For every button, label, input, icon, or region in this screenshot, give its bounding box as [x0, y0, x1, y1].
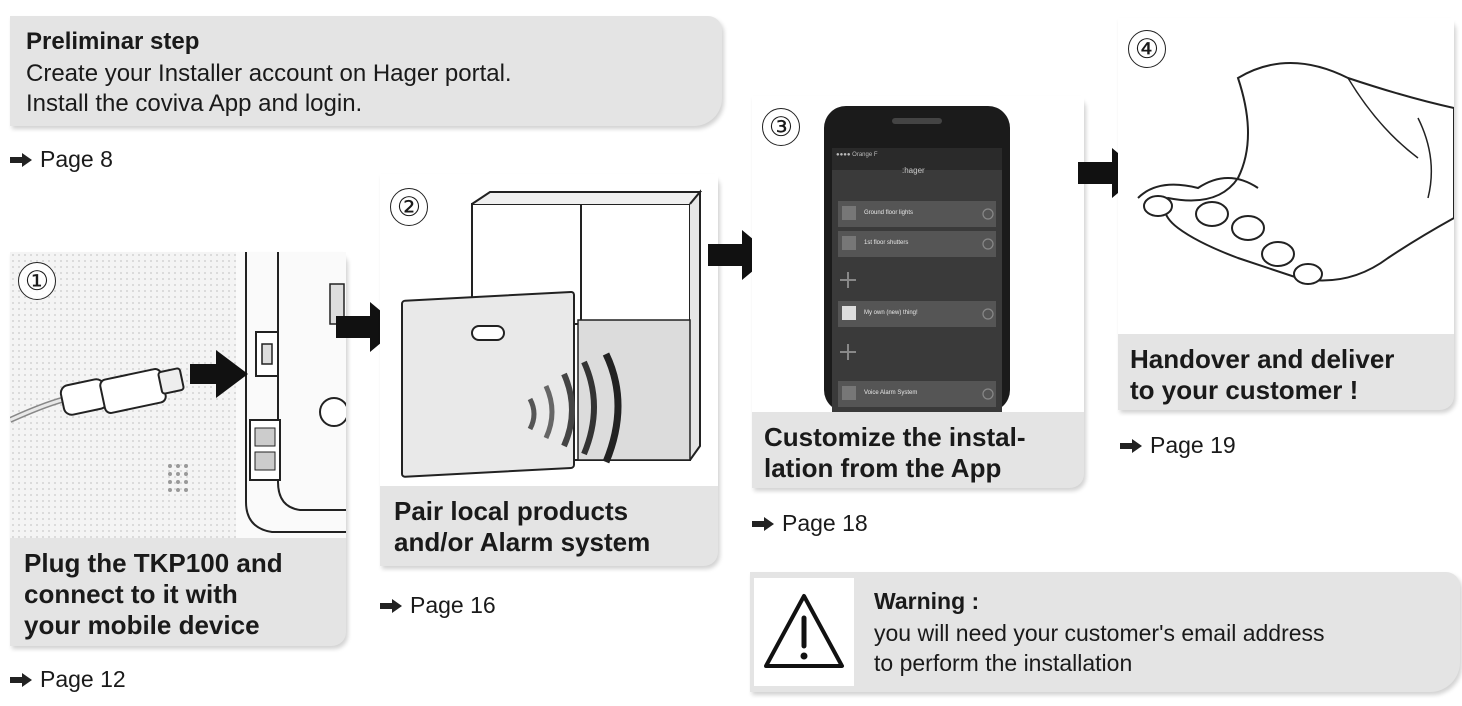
- preliminary-page-label: Page 8: [40, 146, 113, 172]
- step-3-caption: Customize the instal- lation from the Ap…: [764, 422, 1025, 484]
- step-4-panel: ④ Handover and deliver to your customer …: [1118, 18, 1454, 410]
- step-1-number: ①: [18, 262, 56, 300]
- pairing-device-illustration: [380, 174, 718, 486]
- step-3-panel: ●●●● Orange F :hager Ground floor lights…: [752, 96, 1084, 488]
- step-2-caption: Pair local products and/or Alarm system: [394, 496, 650, 558]
- warning-line-1: you will need your customer's email addr…: [874, 620, 1325, 646]
- step-4-number: ④: [1128, 30, 1166, 68]
- preliminary-title: Preliminar step: [26, 28, 200, 55]
- step-2-page-link[interactable]: Page 16: [380, 592, 496, 619]
- preliminary-line-2: Install the coviva App and login.: [26, 90, 363, 117]
- step-4-page-label: Page 19: [1150, 432, 1236, 458]
- right-arrow-icon: [10, 672, 32, 687]
- smartphone-app-illustration: ●●●● Orange F :hager Ground floor lights…: [752, 96, 1084, 412]
- step-2-caption-line-1: Pair local products: [394, 496, 629, 526]
- phone-app-item-1: Ground floor lights: [864, 210, 914, 216]
- step-4-caption: Handover and deliver to your customer !: [1130, 344, 1394, 406]
- step-2-caption-line-2: and/or Alarm system: [394, 527, 651, 557]
- warning-icon-box: [754, 578, 854, 686]
- phone-app-brand: :hager: [902, 166, 925, 175]
- warning-triangle-icon: [764, 594, 844, 668]
- step-1-panel: ① Plug the TKP100 and connect to it with…: [10, 252, 346, 646]
- phone-carrier: ●●●● Orange F: [836, 152, 878, 158]
- phone-app-item-2: 1st floor shutters: [864, 240, 909, 246]
- warning-title: Warning :: [874, 588, 980, 614]
- right-arrow-icon: [752, 516, 774, 531]
- step-2-panel: ② Pair local products and/or Alarm syste…: [380, 174, 718, 566]
- step-1-page-link[interactable]: Page 12: [10, 666, 126, 693]
- step-3-caption-line-1: Customize the instal-: [764, 422, 1026, 452]
- preliminary-step-panel: Preliminar step Create your Installer ac…: [10, 16, 722, 126]
- phone-app-item-4: Voice Alarm System: [864, 390, 918, 396]
- preliminary-line-1: Create your Installer account on Hager p…: [26, 60, 512, 87]
- handshake-illustration: [1118, 18, 1454, 334]
- step-1-caption-line-3: your mobile device: [24, 610, 260, 640]
- step-3-page-label: Page 18: [782, 510, 868, 536]
- right-arrow-icon: [10, 152, 32, 167]
- step-4-page-link[interactable]: Page 19: [1120, 432, 1236, 459]
- right-arrow-icon: [1120, 438, 1142, 453]
- step-3-caption-line-2: lation from the App: [764, 453, 1002, 483]
- warning-line-2: to perform the installation: [874, 650, 1133, 676]
- step-4-caption-line-2: to your customer !: [1130, 375, 1359, 405]
- step-4-caption-line-1: Handover and deliver: [1130, 344, 1395, 374]
- preliminary-page-link[interactable]: Page 8: [10, 146, 113, 173]
- step-2-page-label: Page 16: [410, 592, 496, 618]
- tkp100-plug-illustration: [10, 252, 346, 538]
- step-1-caption-line-1: Plug the TKP100 and: [24, 548, 283, 578]
- step-3-number: ③: [762, 108, 800, 146]
- step-1-page-label: Page 12: [40, 666, 126, 692]
- warning-panel: Warning : you will need your customer's …: [750, 572, 1460, 692]
- step-1-caption-line-2: connect to it with: [24, 579, 238, 609]
- step-3-page-link[interactable]: Page 18: [752, 510, 868, 537]
- phone-app-item-3: My own (new) thing!: [864, 310, 918, 316]
- right-arrow-icon: [380, 598, 402, 613]
- step-2-number: ②: [390, 188, 428, 226]
- step-1-caption: Plug the TKP100 and connect to it with y…: [24, 548, 283, 641]
